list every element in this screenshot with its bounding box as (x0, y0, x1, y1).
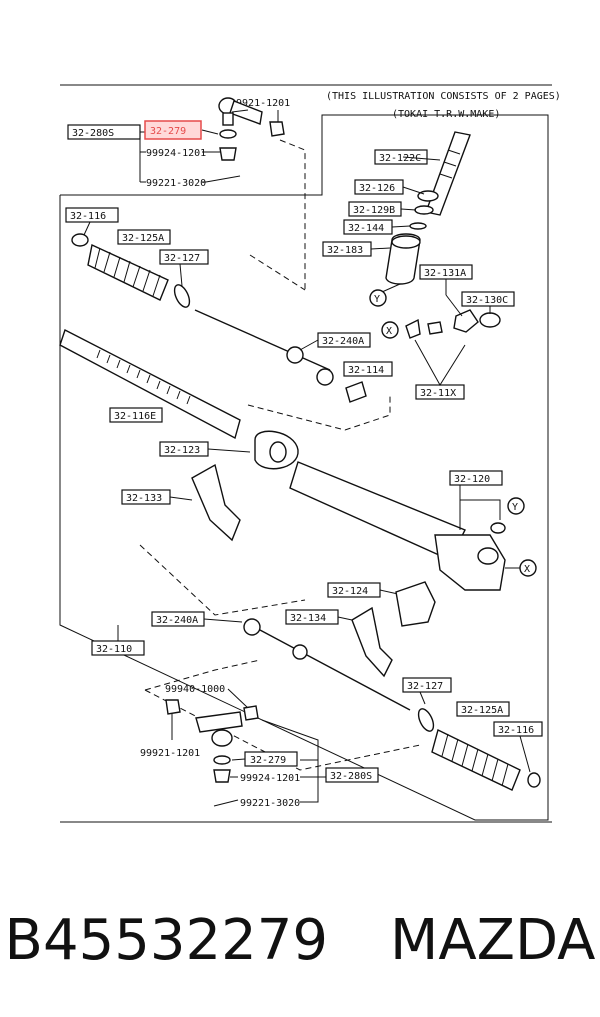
lock-nut-bottom (243, 705, 259, 721)
rack-guide (395, 581, 436, 627)
tie-rod-end-bottom-group: 99940-1000 99921-1201 32-279 99924-1201 … (140, 684, 379, 809)
tie-rod-top (194, 309, 331, 371)
housing-seal (490, 522, 506, 534)
label-32-114: 32-114 (348, 365, 384, 376)
label-32-279-bottom: 32-279 (250, 755, 286, 766)
label-32-110: 32-110 (96, 644, 132, 655)
tie-rod-end-ball-bottom (211, 729, 233, 747)
label-32-280s-bottom: 32-280S (330, 771, 372, 782)
assembly-outline (59, 114, 549, 821)
svg-text:Y: Y (512, 502, 518, 513)
label-99221-3020-bottom: 99221-3020 (240, 798, 300, 809)
lock-nut-top (269, 121, 285, 137)
yoke-spring-small (427, 321, 443, 335)
tie-rod-inner-bottom (243, 618, 261, 636)
tie-rod-end-top-group: 32-280S 32-279 99921-1201 99924-1201 992… (67, 97, 306, 291)
seal-boot-top (219, 129, 237, 139)
label-99221-3020-top: 99221-3020 (146, 178, 206, 189)
tie-rod-joint-top (286, 346, 304, 364)
label-32-131a: 32-131A (424, 268, 466, 279)
label-32-124: 32-124 (332, 586, 368, 597)
tie-rod-bottom (244, 621, 411, 711)
label-32-133: 32-133 (126, 493, 162, 504)
label-32-130c: 32-130C (466, 295, 508, 306)
label-32-120: 32-120 (454, 474, 490, 485)
part-number: B45532279 (4, 907, 328, 973)
label-99924-1201-top: 99924-1201 (146, 148, 206, 159)
boot-clamp-small-bottom (527, 772, 541, 788)
label-99921-1201-top: 99921-1201 (230, 98, 290, 109)
label-32-129b: 32-129B (353, 205, 395, 216)
castle-nut-top (219, 147, 237, 161)
label-32-116-bottom: 32-116 (498, 725, 534, 736)
snap-ring (409, 222, 427, 230)
boot-clamp-bottom (417, 708, 435, 732)
rack-housing-group: 32-123 32-120 Y X 32-133 (121, 430, 537, 616)
label-32-125a-top: 32-125A (122, 233, 164, 244)
yoke-body (405, 318, 421, 339)
svg-text:X: X (524, 564, 530, 575)
cotter-pin-bottom (213, 799, 239, 807)
label-32-126: 32-126 (359, 183, 395, 194)
pinion-shaft (425, 131, 471, 216)
marker-y-top (369, 289, 387, 307)
label-32-116e: 32-116E (114, 411, 156, 422)
parts-diagram: (THIS ILLUSTRATION CONSISTS OF 2 PAGES) … (59, 84, 561, 823)
marker-x-top (381, 321, 399, 339)
tie-rod-inner-top (316, 368, 334, 386)
label-32-125a-bottom: 32-125A (461, 705, 503, 716)
label-32-134: 32-134 (290, 613, 326, 624)
tie-rod-end-body-bottom (195, 711, 243, 733)
steering-rack-boot-top (87, 243, 169, 301)
boot-clamp-small-top (71, 233, 89, 247)
tie-rod-end-stud (222, 112, 234, 126)
rack-left-group: 32-116 32-125A 32-127 32-240A (59, 207, 393, 440)
rack-right-group: 32-124 32-240A 32-134 32-110 32-127 32-1… (91, 581, 543, 791)
mounting-bracket-top (191, 463, 241, 542)
steering-rack-boot-bottom (431, 729, 521, 791)
pinion-group: 32-122C 32-126 32-129B 32-144 32-183 32-… (322, 131, 515, 400)
nut-bottom (165, 699, 181, 715)
castle-nut-bottom (213, 769, 231, 783)
label-32-127-bottom: 32-127 (407, 681, 443, 692)
svg-text:Y: Y (374, 294, 380, 305)
label-32-123: 32-123 (164, 445, 200, 456)
pinion-seal (414, 205, 434, 215)
label-32-116-top: 32-116 (70, 211, 106, 222)
part-caption: B45532279 MAZDA (0, 895, 600, 985)
label-32-127-top: 32-127 (164, 253, 200, 264)
svg-text:X: X (386, 326, 392, 337)
boot-clamp-top (173, 284, 191, 308)
header-note-pages: (THIS ILLUSTRATION CONSISTS OF 2 PAGES) (326, 91, 561, 102)
label-32-11x: 32-11X (420, 388, 456, 399)
rack-bushing (345, 381, 367, 403)
label-32-280s-top: 32-280S (72, 128, 114, 139)
label-99921-1201-bottom: 99921-1201 (140, 748, 200, 759)
tie-rod-end-body (229, 100, 263, 125)
highlighted-part-32-279[interactable] (144, 120, 202, 140)
mounting-bracket-bottom (351, 606, 393, 678)
label-99924-1201-bottom: 99924-1201 (240, 773, 300, 784)
label-32-240a-bottom: 32-240A (156, 615, 198, 626)
label-99940-1000: 99940-1000 (165, 684, 225, 695)
label-32-279-top: 32-279 (150, 126, 186, 137)
label-32-144: 32-144 (348, 223, 384, 234)
yoke-plug (453, 309, 479, 333)
seal-boot-bottom (213, 755, 231, 765)
cotter-pin-top (205, 175, 241, 183)
label-32-183: 32-183 (327, 245, 363, 256)
brand-name: MAZDA (390, 907, 596, 973)
label-32-240a-top: 32-240A (322, 336, 364, 347)
steering-rack (59, 329, 241, 440)
marker-y-bottom (507, 497, 525, 515)
label-32-122c: 32-122C (379, 153, 421, 164)
yoke-spring (479, 312, 501, 328)
